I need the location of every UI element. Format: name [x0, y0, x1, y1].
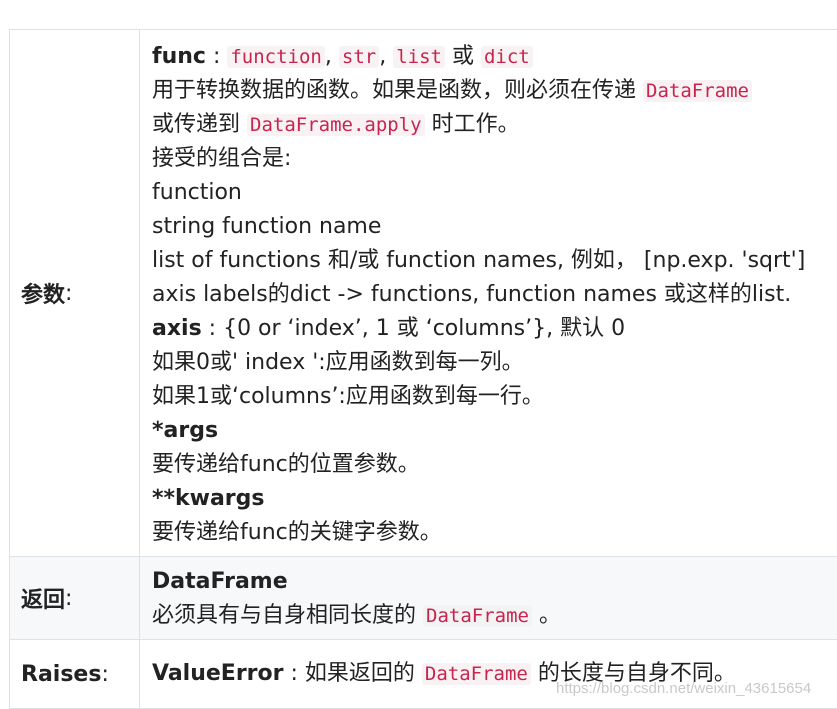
- watermark: https://blog.csdn.net/weixin_43615654: [556, 680, 812, 697]
- args-desc: 要传递给func的位置参数。: [152, 452, 420, 477]
- label-colon: :: [101, 661, 109, 687]
- kwargs-desc: 要传递给func的关键字参数。: [152, 520, 442, 545]
- type-dict: dict: [480, 46, 533, 68]
- func-signature: func : function, str, list 或 dict: [152, 40, 827, 74]
- text: 。: [538, 603, 561, 628]
- row-raises: Raises: ValueError : 如果返回的 DataFrame 的长度…: [9, 640, 837, 709]
- desc-line: axis labels的dict -> functions, function …: [152, 282, 792, 307]
- row-returns: 返回: DataFrame 必须具有与自身相同长度的 DataFrame 。: [9, 557, 837, 640]
- type-str: str: [338, 46, 380, 68]
- axis-desc-line: 如果0或' index ':应用函数到每一列。: [152, 350, 524, 375]
- text: 的长度与自身不同。: [537, 661, 736, 686]
- type-function: function: [227, 46, 325, 68]
- text: 用于转换数据的函数。如果是函数，则必须在传递: [152, 78, 637, 103]
- or-text: 或: [451, 44, 474, 69]
- text: 时工作。: [431, 112, 520, 137]
- desc-line: string function name: [152, 214, 382, 239]
- func-desc-line: 用于转换数据的函数。如果是函数，则必须在传递 DataFrame: [152, 74, 827, 108]
- parameters-body: func : function, str, list 或 dict 用于转换数据…: [140, 30, 837, 556]
- axis-type: : {0 or ‘index’, 1 或 ‘columns’}, 默认 0: [201, 316, 626, 341]
- text: 必须具有与自身相同长度的: [152, 603, 417, 628]
- code-dataframe: DataFrame: [643, 80, 752, 102]
- param-name-args: *args: [152, 418, 219, 443]
- exception-name: ValueError: [152, 661, 284, 686]
- return-desc: 必须具有与自身相同长度的 DataFrame 。: [152, 599, 827, 633]
- parameters-table: 参数: func : function, str, list 或 dict 用于…: [9, 29, 837, 709]
- raises-line: ValueError : 如果返回的 DataFrame 的长度与自身不同。: [152, 657, 736, 691]
- raises-body: ValueError : 如果返回的 DataFrame 的长度与自身不同。: [140, 640, 837, 708]
- return-type: DataFrame: [152, 569, 288, 594]
- comma: ,: [324, 44, 332, 69]
- desc-line: 接受的组合是:: [152, 146, 292, 171]
- text: 或传递到: [152, 112, 241, 137]
- func-desc-line: 或传递到 DataFrame.apply 时工作。: [152, 108, 827, 142]
- axis-signature: axis : {0 or ‘index’, 1 或 ‘columns’}, 默认…: [152, 312, 827, 346]
- param-name-func: func: [152, 44, 206, 69]
- axis-desc-line: 如果1或‘columns’:应用函数到每一行。: [152, 384, 544, 409]
- label-colon: :: [65, 280, 73, 306]
- code-dataframe: DataFrame: [423, 605, 532, 627]
- separator: :: [212, 44, 221, 69]
- comma: ,: [379, 44, 387, 69]
- desc-line: list of functions 和/或 function names, 例如…: [152, 248, 806, 273]
- row-parameters: 参数: func : function, str, list 或 dict 用于…: [9, 30, 837, 557]
- label-text: Raises: [21, 661, 102, 687]
- type-list: list: [393, 46, 445, 68]
- text: : 如果返回的: [283, 661, 415, 686]
- code-dataframe-apply: DataFrame.apply: [247, 114, 425, 136]
- returns-body: DataFrame 必须具有与自身相同长度的 DataFrame 。: [140, 557, 837, 639]
- label-text: 返回: [21, 588, 66, 613]
- code-dataframe: DataFrame: [421, 663, 531, 685]
- label-colon: :: [65, 585, 73, 611]
- label-parameters: 参数:: [9, 30, 140, 556]
- label-returns: 返回:: [9, 557, 140, 639]
- label-raises: Raises:: [9, 640, 140, 708]
- label-text: 参数: [21, 283, 66, 308]
- param-name-axis: axis: [152, 316, 202, 341]
- param-name-kwargs: **kwargs: [152, 486, 265, 511]
- desc-line: function: [152, 180, 242, 205]
